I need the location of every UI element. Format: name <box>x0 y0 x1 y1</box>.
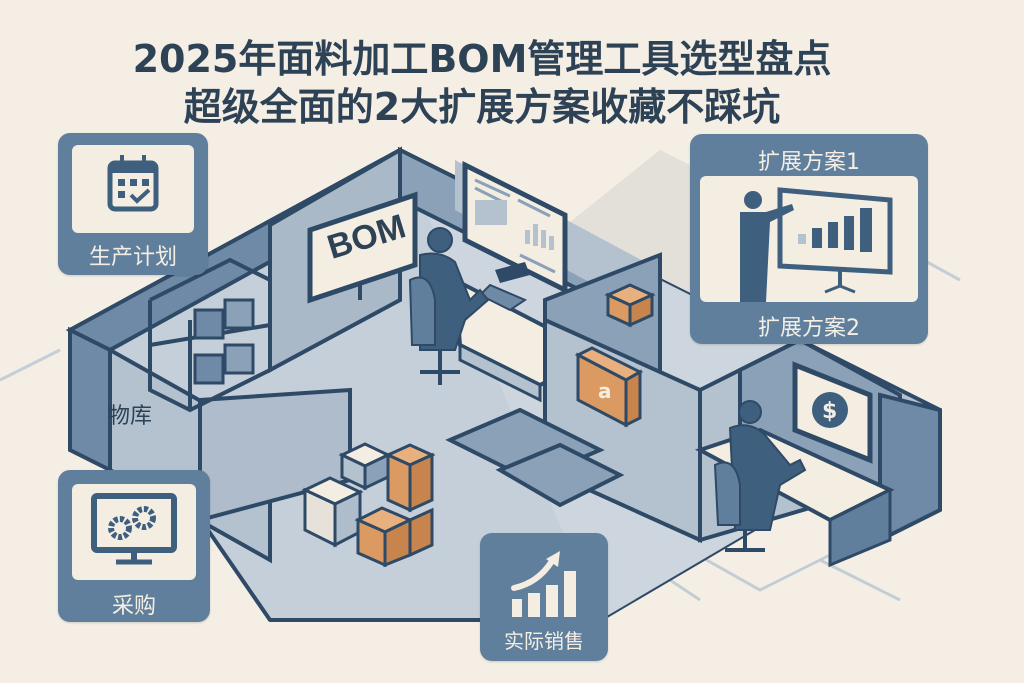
sales-card[interactable]: 实际销售 <box>480 533 608 661</box>
title-line-1: 2025年面料加工BOM管理工具选型盘点 <box>132 37 832 81</box>
extension-plan-1-label: 扩展方案1 <box>758 150 860 175</box>
production-plan-label: 生产计划 <box>88 245 177 270</box>
dashboard-monitor <box>462 160 568 295</box>
sales-label: 实际销售 <box>504 629 584 653</box>
extension-plans-card[interactable]: 扩展方案1 扩展方案2 <box>690 134 928 344</box>
production-plan-card[interactable]: 生产计划 <box>58 133 208 275</box>
finance-monitor: $ <box>792 361 873 464</box>
monitor-gears-icon <box>91 493 177 565</box>
warehouse-label: 物库 <box>108 404 153 429</box>
procurement-label: 采购 <box>111 594 156 619</box>
worker-figure <box>408 227 490 385</box>
title-line-2: 超级全面的2大扩展方案收藏不踩坑 <box>183 85 781 129</box>
dollar-icon: $ <box>822 399 837 424</box>
procurement-card[interactable]: 采购 <box>58 470 210 622</box>
calendar-check-icon <box>107 155 159 212</box>
worker-figure-2 <box>713 400 807 552</box>
extension-plan-2-label: 扩展方案2 <box>758 316 860 341</box>
bar-chart-growth-icon <box>511 551 576 617</box>
svg-text:a: a <box>598 379 612 403</box>
presenter-chart-icon <box>740 187 893 302</box>
bom-monitor <box>307 191 418 304</box>
